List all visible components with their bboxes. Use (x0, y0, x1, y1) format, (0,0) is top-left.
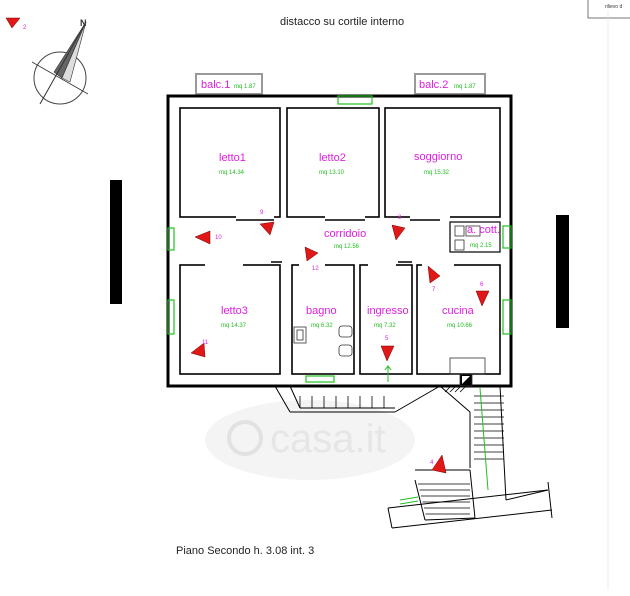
svg-text:10: 10 (215, 235, 222, 241)
svg-text:2: 2 (23, 25, 27, 31)
stair-tread (459, 385, 467, 393)
balcony-2 (414, 73, 486, 95)
walls (166, 94, 513, 388)
room-name-letto1: letto1 (219, 152, 246, 164)
room-area-cucina: mq 10.66 (447, 323, 473, 329)
windows (167, 95, 512, 383)
room-name-soggiorno: soggiorno (414, 151, 462, 163)
room-area-balc2: mq 1.87 (454, 84, 476, 90)
room-name-bagno: bagno (306, 305, 337, 317)
room-area-balc1: mq 1.87 (234, 84, 256, 90)
svg-text:9: 9 (260, 210, 264, 216)
room-area-bagno: mq 6.32 (311, 323, 333, 329)
viewpoint-6-icon: 6 (475, 282, 490, 307)
viewpoint-2-icon: 2 (5, 17, 27, 31)
viewpoint-10-icon: 10 (194, 230, 222, 245)
stair-tread (444, 385, 452, 393)
viewpoint-7-icon: 7 (427, 265, 441, 293)
viewpoint-4-icon: 4 (430, 454, 447, 474)
stair-tread (449, 385, 457, 393)
compass-icon: N (31, 18, 89, 105)
svg-text:5: 5 (385, 336, 389, 342)
viewpoint-9-icon: 9 (259, 210, 275, 236)
right-side-bar (556, 215, 569, 328)
watermark: casa.it (205, 400, 415, 480)
stair-tread (454, 385, 462, 393)
viewpoint-11-icon: 11 (190, 340, 209, 358)
svg-text:11: 11 (202, 340, 209, 346)
svg-text:6: 6 (480, 282, 484, 288)
room-name-acott: a. cott. (467, 224, 500, 236)
room-name-letto2: letto2 (319, 152, 346, 164)
floor-caption: Piano Secondo h. 3.08 int. 3 (176, 545, 314, 557)
kitchen-fixtures (449, 225, 486, 387)
left-side-bar (110, 180, 122, 304)
room-area-soggiorno: mq 15.32 (424, 170, 450, 176)
watermark-text: casa.it (270, 417, 386, 461)
room-name-balc2: balc.2 (419, 79, 448, 91)
svg-text:12: 12 (312, 266, 319, 272)
stair-steps (299, 385, 504, 515)
room-name-letto3: letto3 (221, 305, 248, 317)
svg-text:7: 7 (432, 287, 436, 293)
room-name-balc1: balc.1 (201, 79, 230, 91)
viewpoint-5-icon: 5 (380, 336, 395, 362)
room-area-letto1: mq 14.34 (219, 170, 245, 176)
compass-north-label: N (80, 18, 87, 28)
viewpoint-12-icon: 12 (304, 246, 319, 272)
svg-text:4: 4 (430, 460, 434, 466)
svg-text:8: 8 (398, 215, 402, 221)
room-name-corridoio: corridoio (324, 228, 366, 240)
room-area-ingresso: mq 7.32 (374, 323, 396, 329)
corner-box (587, 0, 630, 19)
bathroom-fixtures (293, 325, 353, 357)
room-area-letto3: mq 14.37 (221, 323, 247, 329)
door-openings (205, 214, 454, 268)
room-labels: balc.1 mq 1.87 balc.2 mq 1.87 letto1 mq … (201, 79, 500, 329)
door-frames (236, 219, 440, 263)
room-name-ingresso: ingresso (367, 305, 409, 317)
room-area-acott: mq 2.15 (470, 243, 492, 249)
room-area-letto2: mq 13.10 (319, 170, 345, 176)
viewpoint-markers: 2 4 5 6 7 8 9 10 11 12 (5, 17, 490, 474)
entry-arrows (384, 365, 489, 505)
balcony-1 (195, 73, 263, 95)
corner-label: rilievo d (605, 4, 622, 10)
room-area-corridoio: mq 12.56 (334, 244, 360, 250)
staircase (274, 385, 553, 529)
room-name-cucina: cucina (442, 305, 475, 317)
plan-title: distacco su cortile interno (280, 16, 404, 28)
viewpoint-8-icon: 8 (391, 215, 406, 241)
